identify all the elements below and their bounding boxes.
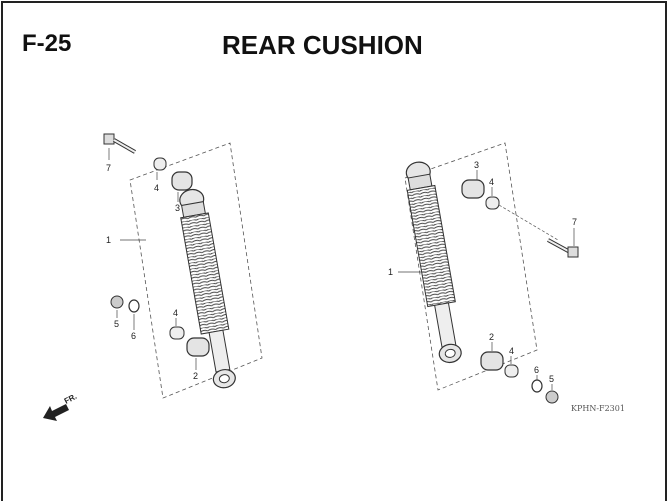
right-collar-top-part bbox=[485, 196, 500, 210]
callout-left-4-top: 4 bbox=[154, 183, 159, 193]
callout-left-2: 2 bbox=[193, 371, 198, 381]
left-collar-bottom-part bbox=[169, 326, 185, 340]
right-nut-part bbox=[545, 390, 559, 404]
callout-left-1: 1 bbox=[106, 235, 111, 245]
right-bushing-part bbox=[461, 179, 485, 199]
front-marker-label: FR. bbox=[63, 392, 79, 406]
front-arrow-icon bbox=[43, 404, 69, 421]
right-assembly-outline bbox=[404, 142, 538, 391]
callout-right-4-bottom: 4 bbox=[509, 346, 514, 356]
left-collar-top-part bbox=[153, 157, 167, 171]
left-shock-assembly: 7 4 3 1 5 6 4 2 bbox=[103, 133, 263, 399]
left-bolt-part bbox=[103, 133, 136, 154]
right-shock-assembly: 3 4 7 1 2 4 6 5 bbox=[388, 142, 579, 404]
callout-right-6: 6 bbox=[534, 365, 539, 375]
right-leader-lines bbox=[398, 170, 575, 390]
callout-right-2: 2 bbox=[489, 332, 494, 342]
left-lower-bushing-part bbox=[186, 337, 210, 357]
drawing-code: KPHN-F2301 bbox=[571, 404, 625, 413]
right-bolt-part bbox=[547, 238, 579, 258]
callout-left-7: 7 bbox=[106, 163, 111, 173]
callout-right-3: 3 bbox=[474, 160, 479, 170]
callout-right-1: 1 bbox=[388, 267, 393, 277]
right-washer-part bbox=[531, 379, 543, 393]
left-bushing-part bbox=[171, 171, 193, 191]
page-title: REAR CUSHION bbox=[222, 30, 423, 60]
callout-left-5: 5 bbox=[114, 319, 119, 329]
callout-left-4-bottom: 4 bbox=[173, 308, 178, 318]
callout-left-6: 6 bbox=[131, 331, 136, 341]
callout-left-3: 3 bbox=[175, 203, 180, 213]
right-lower-bushing-part bbox=[480, 351, 504, 371]
left-washer-part bbox=[128, 299, 140, 313]
callout-right-7: 7 bbox=[572, 217, 577, 227]
right-collar-bottom-part bbox=[504, 364, 519, 378]
front-direction-marker: FR. bbox=[43, 392, 78, 421]
left-leader-lines bbox=[108, 148, 197, 370]
right-shock-absorber-part bbox=[405, 161, 462, 364]
callout-right-4-top: 4 bbox=[489, 177, 494, 187]
left-nut-part bbox=[110, 295, 124, 309]
callout-right-5: 5 bbox=[549, 374, 554, 384]
right-bolt-guide-line bbox=[498, 204, 559, 241]
left-shock-absorber-part bbox=[179, 188, 236, 389]
section-code: F-25 bbox=[22, 30, 72, 57]
left-assembly-outline bbox=[129, 142, 263, 399]
